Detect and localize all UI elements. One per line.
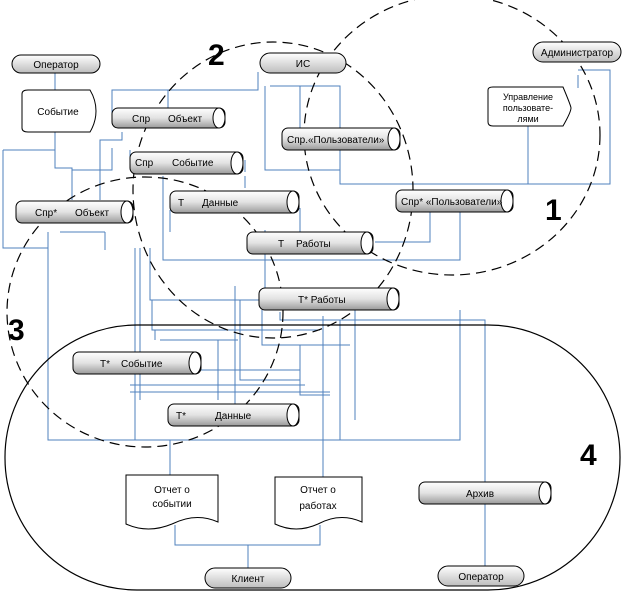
svg-text:Т*: Т* xyxy=(176,411,186,422)
svg-text:Спр* «Пользователи»: Спр* «Пользователи» xyxy=(401,197,503,208)
svg-text:Управление: Управление xyxy=(503,92,553,102)
svg-text:пользовате-: пользовате- xyxy=(503,103,553,113)
svg-text:Т*: Т* xyxy=(100,359,110,370)
store-sprstar-object: Спр* Объект xyxy=(15,200,134,224)
store-tstar-event: Т* Событие xyxy=(72,351,202,375)
terminator-operator-top: Оператор xyxy=(11,54,101,74)
svg-text:Т: Т xyxy=(178,198,184,209)
svg-text:Т* Работы: Т* Работы xyxy=(298,294,346,306)
svg-text:Событие: Событие xyxy=(121,358,163,370)
terminator-operator-bottom: Оператор xyxy=(437,565,525,587)
svg-text:лями: лями xyxy=(517,114,538,124)
terminator-client: Клиент xyxy=(204,567,292,589)
svg-text:Архив: Архив xyxy=(466,489,494,500)
svg-text:Работы: Работы xyxy=(296,238,331,250)
region-number-1: 1 xyxy=(545,194,562,227)
document-event-report: Отчет о событии xyxy=(125,474,219,530)
svg-text:Спр.«Пользователи»: Спр.«Пользователи» xyxy=(287,135,385,146)
svg-text:Администратор: Администратор xyxy=(541,48,614,59)
store-tstar-works: Т* Работы xyxy=(258,287,400,311)
svg-text:Данные: Данные xyxy=(215,411,252,422)
document-works-report: Отчет о работах xyxy=(274,476,363,530)
svg-text:Событие: Событие xyxy=(172,157,214,169)
store-tstar-data: Т* Данные xyxy=(167,403,300,427)
store-archive: Архив xyxy=(418,481,552,505)
process-user-management: Управление пользовате- лями xyxy=(487,86,572,127)
svg-text:Спр*: Спр* xyxy=(35,208,57,219)
svg-text:Оператор: Оператор xyxy=(33,60,79,71)
terminator-administrator: Администратор xyxy=(532,41,622,63)
process-event: Событие xyxy=(21,89,97,133)
terminator-is: ИС xyxy=(259,52,347,74)
svg-text:Отчет о: Отчет о xyxy=(300,485,336,496)
store-spr-event: Спр Событие xyxy=(129,151,244,175)
svg-text:Отчет о: Отчет о xyxy=(154,485,190,496)
store-t-works: Т Работы xyxy=(246,231,374,255)
svg-text:Событие: Событие xyxy=(37,106,79,118)
svg-text:Т: Т xyxy=(278,239,284,250)
region-number-2: 2 xyxy=(208,39,225,72)
store-spr-users: Спр.«Пользователи» xyxy=(281,127,401,151)
region-number-3: 3 xyxy=(8,314,25,347)
svg-text:Клиент: Клиент xyxy=(232,574,265,585)
svg-text:Спр: Спр xyxy=(135,158,154,169)
svg-text:ИС: ИС xyxy=(296,59,310,70)
store-spr-object: Спр Объект xyxy=(111,107,226,129)
store-t-data: Т Данные xyxy=(169,190,300,214)
boundary-circle-3 xyxy=(6,176,284,448)
svg-text:работах: работах xyxy=(299,500,336,512)
region-number-4: 4 xyxy=(580,439,597,472)
svg-text:событии: событии xyxy=(152,498,191,510)
store-sprstar-users: Спр* «Пользователи» xyxy=(395,189,514,213)
svg-text:Спр: Спр xyxy=(132,114,151,125)
svg-text:Оператор: Оператор xyxy=(458,572,504,583)
svg-text:Объект: Объект xyxy=(168,113,202,125)
boundary-stadium-4 xyxy=(4,324,621,591)
svg-text:Объект: Объект xyxy=(75,207,109,219)
svg-text:Данные: Данные xyxy=(202,198,239,209)
data-flow-lines xyxy=(2,69,611,570)
